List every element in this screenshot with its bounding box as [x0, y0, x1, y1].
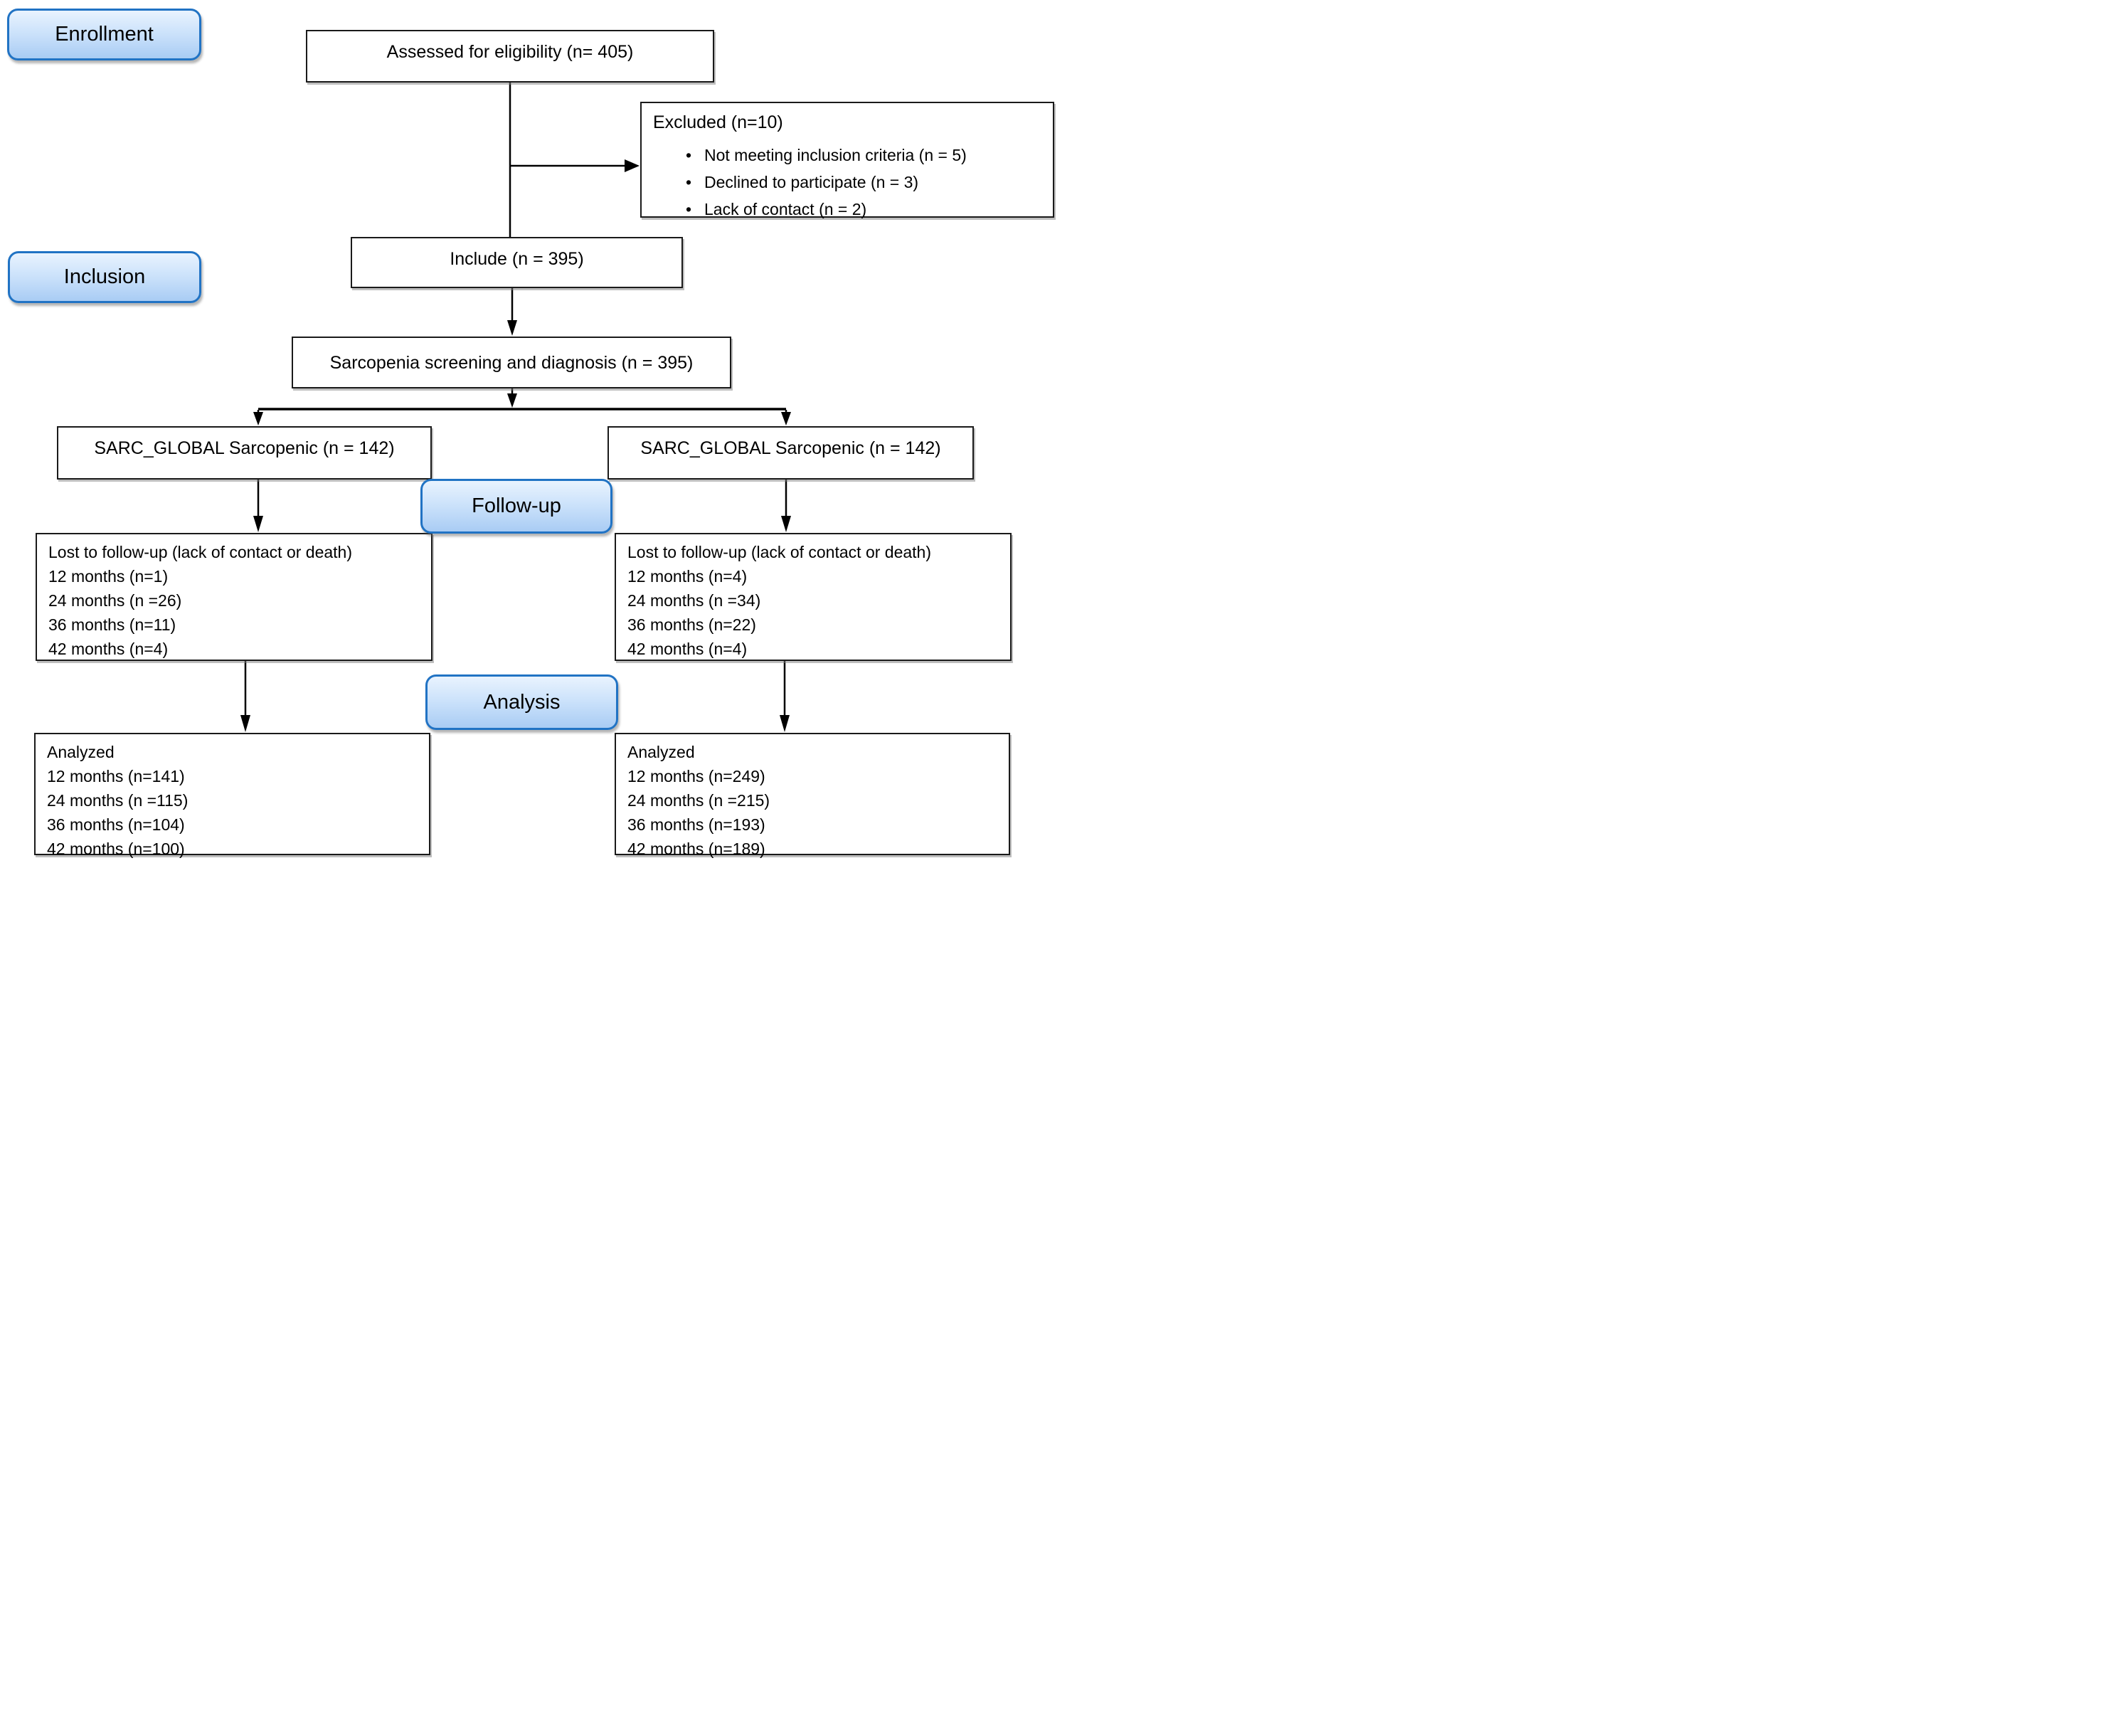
lost-left-title: Lost to follow-up (lack of contact or de… — [48, 543, 352, 561]
arrowhead-excluded — [625, 159, 640, 172]
analyzed-left-line: 12 months (n=141) — [47, 767, 185, 785]
box-lost-right: Lost to follow-up (lack of contact or de… — [615, 533, 1012, 661]
arrowhead-group-right — [781, 412, 791, 425]
box-screening-text: Sarcopenia screening and diagnosis (n = … — [329, 353, 694, 373]
excluded-item-text: Not meeting inclusion criteria (n = 5) — [704, 146, 967, 164]
lost-right-line: 12 months (n=4) — [627, 567, 748, 586]
lost-right-title: Lost to follow-up (lack of contact or de… — [627, 543, 931, 561]
stage-enrollment: Enrollment — [7, 9, 201, 60]
box-lost-left: Lost to follow-up (lack of contact or de… — [36, 533, 433, 661]
stage-inclusion: Inclusion — [8, 251, 201, 303]
arrowhead-lost-left — [253, 516, 263, 532]
arrowhead-split — [507, 393, 517, 408]
box-group-right: SARC_GLOBAL Sarcopenic (n = 142) — [607, 426, 974, 480]
analyzed-right-title: Analyzed — [627, 743, 695, 761]
box-include-text: Include (n = 395) — [450, 249, 584, 269]
excluded-item: • Lack of contact (n = 2) — [653, 196, 1046, 223]
consort-flow-diagram: Enrollment Inclusion Follow-up Analysis … — [0, 0, 1058, 868]
box-group-left: SARC_GLOBAL Sarcopenic (n = 142) — [57, 426, 432, 480]
box-analyzed-left: Analyzed 12 months (n=141) 24 months (n … — [34, 733, 430, 858]
analyzed-right-line: 36 months (n=193) — [627, 815, 765, 834]
connector-layer — [240, 83, 791, 732]
bullet-icon: • — [686, 173, 692, 191]
excluded-item-text: Declined to participate (n = 3) — [704, 173, 919, 191]
lost-left-line: 42 months (n=4) — [48, 640, 169, 658]
box-excluded-title: Excluded (n=10) — [653, 112, 783, 132]
stage-followup: Follow-up — [420, 479, 612, 534]
analyzed-right-line: 42 months (n=189) — [627, 840, 765, 858]
stage-analysis: Analysis — [425, 674, 618, 730]
bullet-icon: • — [686, 200, 692, 218]
lost-left-line: 12 months (n=1) — [48, 567, 169, 586]
analyzed-left-title: Analyzed — [47, 743, 115, 761]
stage-inclusion-label: Inclusion — [63, 265, 146, 288]
arrowhead-lost-right — [781, 516, 791, 532]
box-assessed: Assessed for eligibility (n= 405) — [306, 30, 714, 83]
arrowhead-group-left — [253, 412, 263, 425]
stage-enrollment-label: Enrollment — [55, 23, 154, 46]
excluded-item: • Not meeting inclusion criteria (n = 5) — [653, 142, 1046, 169]
analyzed-right-line: 12 months (n=249) — [627, 767, 765, 785]
excluded-item-text: Lack of contact (n = 2) — [704, 200, 867, 218]
arrowhead-analyzed-right — [780, 715, 790, 732]
analyzed-left-line: 24 months (n =115) — [47, 791, 189, 810]
stage-followup-label: Follow-up — [472, 494, 561, 517]
excluded-item: • Declined to participate (n = 3) — [653, 169, 1046, 196]
arrowhead-analyzed-left — [240, 715, 250, 732]
lost-right-line: 24 months (n =34) — [627, 591, 761, 610]
analyzed-right-line: 24 months (n =215) — [627, 791, 770, 810]
box-excluded: Excluded (n=10) • Not meeting inclusion … — [640, 102, 1054, 218]
box-group-right-text: SARC_GLOBAL Sarcopenic (n = 142) — [640, 438, 941, 458]
lost-right-line: 42 months (n=4) — [627, 640, 748, 658]
arrowhead-screening — [507, 320, 517, 336]
box-assessed-text: Assessed for eligibility (n= 405) — [386, 42, 634, 62]
lost-left-line: 36 months (n=11) — [48, 615, 176, 634]
lost-right-line: 36 months (n=22) — [627, 615, 756, 634]
bullet-icon: • — [686, 146, 692, 164]
stage-analysis-label: Analysis — [483, 690, 561, 714]
analyzed-left-line: 42 months (n=100) — [47, 840, 185, 858]
lost-left-line: 24 months (n =26) — [48, 591, 182, 610]
box-group-left-text: SARC_GLOBAL Sarcopenic (n = 142) — [94, 438, 395, 458]
box-screening: Sarcopenia screening and diagnosis (n = … — [292, 337, 731, 388]
analyzed-left-line: 36 months (n=104) — [47, 815, 185, 834]
box-include: Include (n = 395) — [351, 237, 683, 288]
box-analyzed-right: Analyzed 12 months (n=249) 24 months (n … — [615, 733, 1010, 858]
